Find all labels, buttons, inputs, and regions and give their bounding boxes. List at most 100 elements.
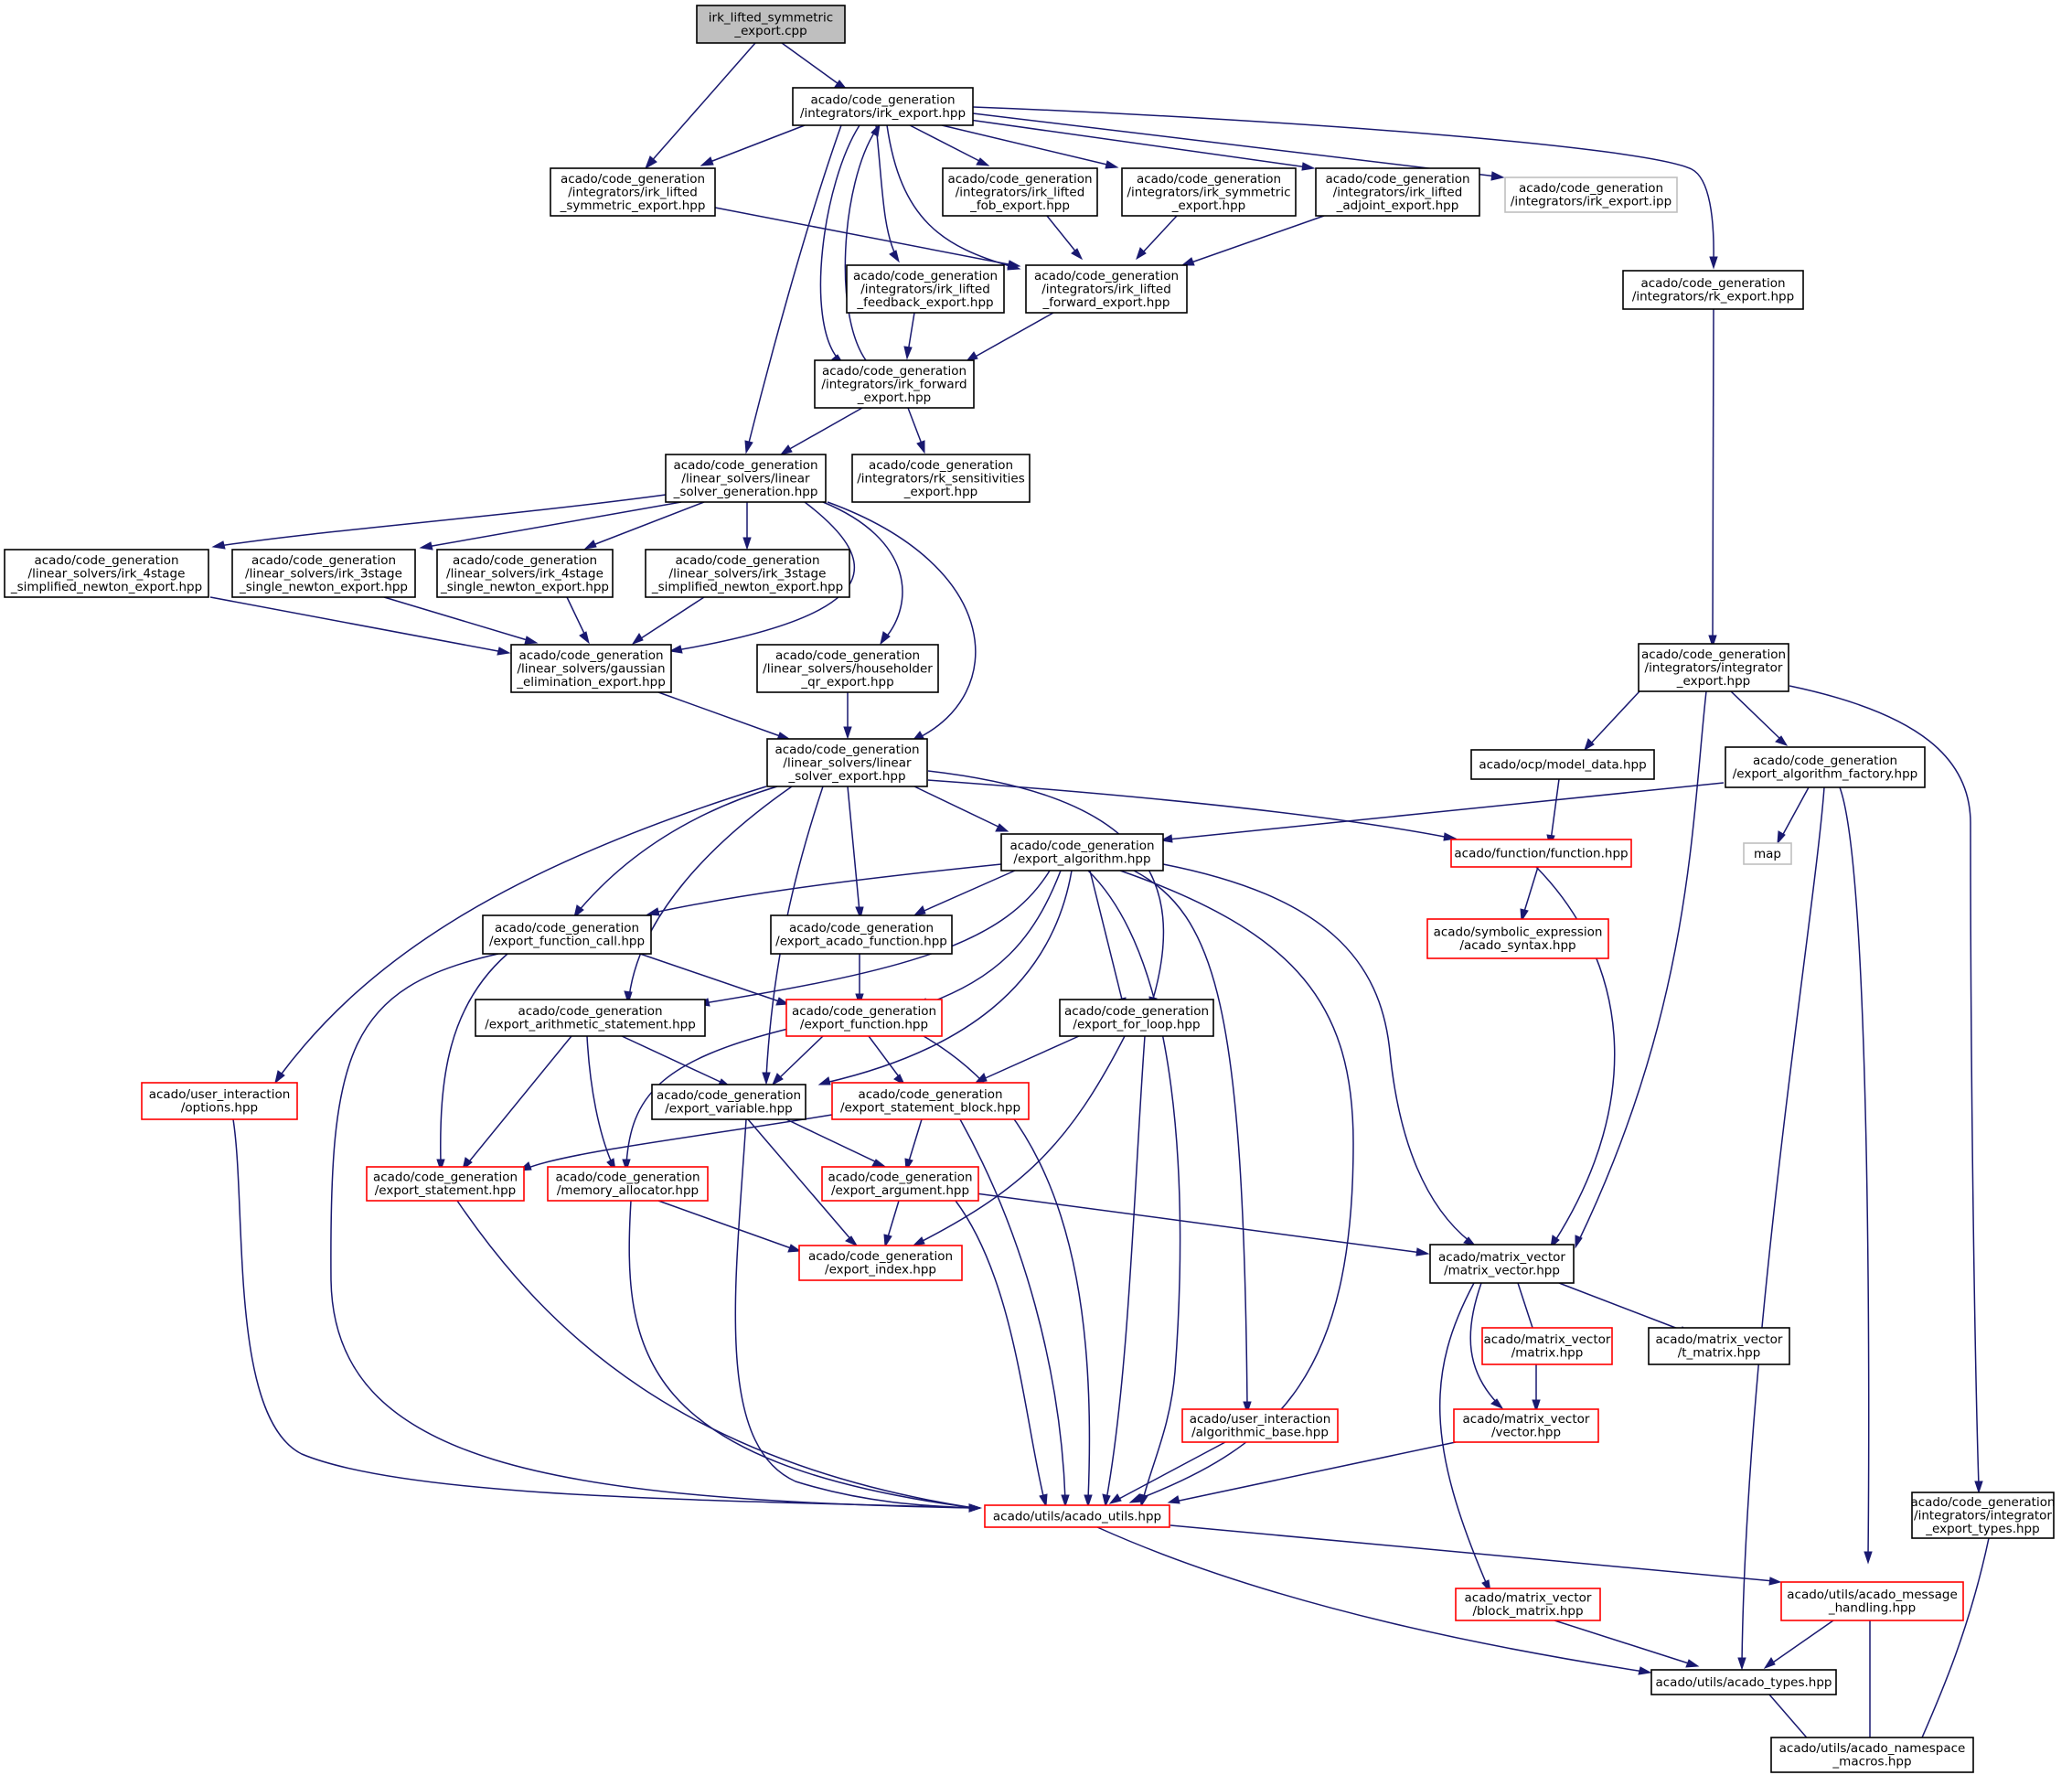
node-label-line: _solver_export.hpp [787, 769, 905, 784]
edge-fob-to-lifted-fwd [1046, 215, 1084, 261]
node-label-line: acado/code_generation [1640, 276, 1785, 291]
node-acado-msg[interactable]: acado/utils/acado_message_handling.hpp [1780, 1581, 1964, 1621]
node-label-line: /linear_solvers/householder [763, 661, 933, 676]
node-label-line: /vector.hpp [1491, 1426, 1561, 1440]
node-options[interactable]: acado/user_interaction/options.hpp [141, 1082, 298, 1120]
node-export-index[interactable]: acado/code_generation/export_index.hpp [798, 1245, 963, 1281]
node-label-line: _export.hpp [1676, 674, 1750, 689]
node-irk-lifted-fob[interactable]: acado/code_generation/integrators/irk_li… [942, 167, 1098, 217]
node-export-function-call[interactable]: acado/code_generation/export_function_ca… [482, 914, 652, 955]
node-label-line: /export_argument.hpp [831, 1183, 969, 1198]
node-irk3-single[interactable]: acado/code_generation/linear_solvers/irk… [231, 549, 416, 598]
node-root[interactable]: irk_lifted_symmetric_export.cpp [696, 5, 846, 44]
node-algorithmic-base[interactable]: acado/user_interaction/algorithmic_base.… [1181, 1408, 1339, 1443]
edge-feedback-to-irk-forward [903, 312, 915, 360]
node-label-line: acado/code_generation [453, 553, 597, 568]
node-label-line: /export_function_call.hpp [489, 935, 645, 949]
node-integrator-export[interactable]: acado/code_generation/integrators/integr… [1638, 643, 1789, 692]
node-box [770, 914, 953, 955]
node-irk-symmetric[interactable]: acado/code_generation/integrators/irk_sy… [1121, 167, 1297, 217]
node-t-matrix[interactable]: acado/matrix_vector/t_matrix.hpp [1648, 1327, 1790, 1365]
node-gauss-elim[interactable]: acado/code_generation/linear_solvers/gau… [510, 644, 672, 693]
edge-irk3-simpl-to-gauss [631, 596, 705, 645]
node-label-line: acado/code_generation [858, 1087, 1002, 1102]
edge-integrator-to-model-data [1584, 690, 1640, 752]
node-irk-export-ipp[interactable]: acado/code_generation/integrators/irk_ex… [1504, 176, 1678, 213]
node-irk-lifted-fwd[interactable]: acado/code_generation/integrators/irk_li… [1025, 264, 1188, 314]
node-label-line: _fob_export.hpp [969, 198, 1070, 213]
node-map[interactable]: map [1743, 842, 1792, 865]
node-memory-allocator[interactable]: acado/code_generation/memory_allocator.h… [547, 1166, 709, 1202]
node-export-algorithm[interactable]: acado/code_generation/export_algorithm.h… [1000, 833, 1164, 871]
node-irk-lifted-feedback[interactable]: acado/code_generation/integrators/irk_li… [846, 264, 1005, 314]
node-label-line: _export.cpp [733, 24, 806, 38]
node-acado-utils[interactable]: acado/utils/acado_utils.hpp [984, 1504, 1170, 1528]
node-matrix-vector[interactable]: acado/matrix_vector/matrix_vector.hpp [1429, 1244, 1575, 1284]
node-model-data[interactable]: acado/ocp/model_data.hpp [1470, 749, 1655, 780]
node-rk-sens[interactable]: acado/code_generation/integrators/rk_sen… [851, 454, 1031, 503]
node-irk4-simpl[interactable]: acado/code_generation/linear_solvers/irk… [4, 549, 209, 598]
node-export-function[interactable]: acado/code_generation/export_function.hp… [785, 999, 943, 1037]
node-householder[interactable]: acado/code_generation/linear_solvers/hou… [756, 644, 939, 693]
node-box [984, 1504, 1170, 1528]
node-block-matrix[interactable]: acado/matrix_vector/block_matrix.hpp [1455, 1588, 1601, 1621]
node-irk4-single[interactable]: acado/code_generation/linear_solvers/irk… [436, 549, 614, 598]
node-lin-solver-gen[interactable]: acado/code_generation/linear_solvers/lin… [665, 454, 827, 503]
node-export-alg-factory[interactable]: acado/code_generation/export_algorithm_f… [1725, 746, 1926, 788]
node-label-line: /integrators/integrator [1914, 1508, 2052, 1523]
edge-irk3-single-to-gauss [383, 596, 539, 645]
node-box [851, 454, 1031, 503]
node-label-line: _solver_generation.hpp [673, 485, 818, 499]
node-label-line: acado/code_generation [853, 269, 998, 283]
node-export-statement[interactable]: acado/code_generation/export_statement.h… [366, 1166, 525, 1202]
node-irk-lifted-sym[interactable]: acado/code_generation/integrators/irk_li… [550, 167, 716, 217]
node-label-line: irk_lifted_symmetric [709, 11, 833, 26]
node-integrator-types[interactable]: acado/code_generation/integrators/integr… [1910, 1492, 2056, 1539]
node-label-line: _symmetric_export.hpp [560, 198, 706, 213]
edge-export-alg-to-function-call [646, 863, 1002, 916]
node-export-acado-function[interactable]: acado/code_generation/export_acado_funct… [770, 914, 953, 955]
edge-export-alg-to-for-loop [1089, 870, 1127, 1011]
node-export-for-loop[interactable]: acado/code_generation/export_for_loop.hp… [1059, 999, 1214, 1037]
node-export-argument[interactable]: acado/code_generation/export_argument.hp… [821, 1166, 979, 1202]
node-export-stmt-block[interactable]: acado/code_generation/export_statement_b… [831, 1082, 1030, 1120]
node-irk-forward[interactable]: acado/code_generation/integrators/irk_fo… [814, 359, 975, 409]
node-box [1638, 643, 1789, 692]
edge-mv-to-t-matrix [1558, 1282, 1693, 1335]
node-acado-types[interactable]: acado/utils/acado_types.hpp [1650, 1669, 1837, 1695]
node-irk3-simpl[interactable]: acado/code_generation/linear_solvers/irk… [645, 549, 850, 598]
node-export-arith[interactable]: acado/code_generation/export_arithmetic_… [475, 999, 706, 1037]
node-label-line: /integrators/integrator [1645, 660, 1783, 675]
node-function[interactable]: acado/function/function.hpp [1450, 839, 1632, 868]
node-label-line: _export.hpp [857, 390, 931, 405]
node-label-line: /linear_solvers/irk_4stage [446, 566, 603, 581]
node-label-line: /export_index.hpp [825, 1263, 936, 1278]
node-label-line: acado/utils/acado_utils.hpp [993, 1509, 1161, 1524]
edge-irk-export-to-irk-lifted-sym [700, 124, 806, 166]
edge-lse-to-acado-func [847, 786, 864, 920]
node-irk-lifted-adj[interactable]: acado/code_generation/integrators/irk_li… [1315, 167, 1480, 217]
node-label-line: /export_variable.hpp [665, 1102, 792, 1117]
node-acado-ns[interactable]: acado/utils/acado_namespace_macros.hpp [1770, 1737, 1974, 1773]
node-export-variable[interactable]: acado/code_generation/export_variable.hp… [651, 1084, 806, 1120]
node-label-line: acado/matrix_vector [1463, 1412, 1590, 1427]
edge-export-alg-to-algbase [1133, 870, 1252, 1415]
node-matrix[interactable]: acado/matrix_vector/matrix.hpp [1481, 1327, 1613, 1365]
edge-variable-to-argument [785, 1118, 886, 1167]
node-box [1000, 833, 1164, 871]
node-irk-export[interactable]: acado/code_generation/integrators/irk_ex… [792, 87, 974, 126]
node-label-line: map [1754, 847, 1781, 861]
node-label-line: acado/code_generation [789, 921, 934, 936]
node-vector[interactable]: acado/matrix_vector/vector.hpp [1453, 1408, 1599, 1443]
node-box [766, 738, 928, 787]
node-label-line: acado/utils/acado_types.hpp [1655, 1675, 1832, 1690]
node-rk-export[interactable]: acado/code_generation/integrators/rk_exp… [1622, 270, 1804, 310]
node-acado-syntax[interactable]: acado/symbolic_expression/acado_syntax.h… [1426, 918, 1609, 959]
node-label-line: /memory_allocator.hpp [557, 1183, 699, 1198]
node-lin-solver-export[interactable]: acado/code_generation/linear_solvers/lin… [766, 738, 928, 787]
node-label-line: /matrix_vector.hpp [1444, 1264, 1560, 1278]
edge-stmt-block-to-utils [959, 1118, 1070, 1508]
node-label-line: _export_types.hpp [1925, 1522, 2039, 1536]
node-label-line: /export_acado_function.hpp [775, 935, 947, 949]
node-label-line: /integrators/irk_symmetric [1127, 185, 1290, 199]
